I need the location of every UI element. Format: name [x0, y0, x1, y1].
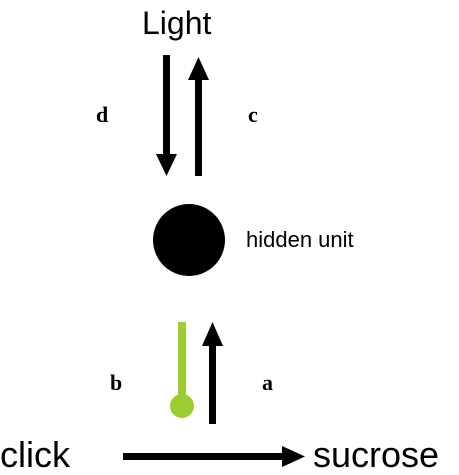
link-b [170, 322, 194, 418]
node-label-hidden-unit: hidden unit [246, 227, 354, 252]
edge-label-a: a [262, 370, 273, 395]
node-label-light: Light [142, 5, 212, 41]
edge-label-d: d [96, 102, 109, 127]
arrow-d [156, 55, 177, 176]
node-label-click: click [0, 434, 70, 475]
edge-label-b: b [110, 370, 123, 395]
arrow-c [188, 57, 209, 176]
node-label-sucrose: sucrose [313, 434, 440, 475]
hidden-unit-node [153, 204, 225, 276]
edge-label-c: c [248, 102, 258, 127]
arrow-a [202, 322, 223, 424]
link-b-end-circle [170, 394, 194, 418]
arrow-click-to-sucrose [123, 446, 305, 467]
